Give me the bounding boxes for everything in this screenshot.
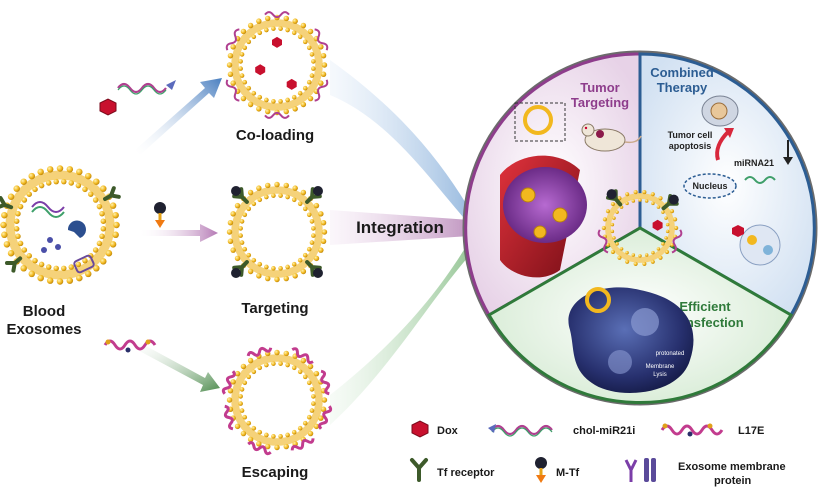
l17e-icon <box>290 438 315 451</box>
legend-exosome-membrane-protein-line2: protein <box>714 475 752 487</box>
l17e-icon <box>223 404 234 431</box>
apoptotic-cell-icon <box>701 95 739 127</box>
legend-m-tf-label: M-Tf <box>556 467 580 479</box>
combined-therapy-title-line1: Combined <box>650 65 714 80</box>
l17e-icon <box>247 441 272 456</box>
co-loading-exosome <box>225 11 329 119</box>
chol-mir21i-icon <box>117 82 167 94</box>
m-tf-icon <box>668 194 679 205</box>
l17e-icon <box>221 370 236 395</box>
legend-dox-label: Dox <box>437 425 459 437</box>
tumor-targeting-title-line2: Targeting <box>571 95 629 110</box>
funnel-escaping <box>330 240 470 425</box>
legend-exosome-membrane-protein-icon <box>624 459 638 482</box>
protonated-label: protonated <box>656 351 685 357</box>
chol-mir21i-icon <box>597 229 609 254</box>
efficient-transfection-title-line1: Efficient <box>679 299 731 314</box>
dox-small-icon <box>732 225 744 237</box>
membrane-lysis-line1: Membrane <box>646 364 675 370</box>
m-tf-icon <box>606 189 617 200</box>
blood-exosomes-label-line1: Blood <box>23 303 66 320</box>
tumor-vessel-icon <box>500 155 587 278</box>
chol-mir21i-icon <box>264 11 290 19</box>
legend: Dox chol-miR21i L17E Tf receptor M-Tf Ex… <box>410 420 786 487</box>
dox-icon <box>652 219 663 231</box>
legend-tf-receptor-icon <box>410 458 428 482</box>
tf-receptor-icon <box>103 186 121 201</box>
exosome-cargo-icons <box>31 201 95 274</box>
l17e-icon <box>318 405 333 430</box>
blood-exosome <box>0 165 121 285</box>
mouse-icon <box>581 123 642 152</box>
dox-icon <box>286 78 297 90</box>
legend-l17e-icon <box>660 424 724 436</box>
nucleus-label: Nucleus <box>692 181 727 191</box>
escaping-label: Escaping <box>242 464 309 481</box>
targeting-label: Targeting <box>241 300 308 317</box>
tf-receptor-icon <box>305 187 322 204</box>
funnel-co-loading <box>330 60 470 225</box>
legend-l17e-label: L17E <box>738 425 764 437</box>
chol-mir21i-icon <box>264 111 290 119</box>
m-tf-icon <box>231 267 242 278</box>
funnel-targeting <box>330 210 470 245</box>
chol-mir21i-icon <box>314 28 329 51</box>
zoom-inset-exosome <box>514 102 566 142</box>
tf-receptor-icon <box>4 256 23 273</box>
target-cell-icon <box>568 287 694 393</box>
co-loading-label: Co-loading <box>236 127 314 144</box>
tumor-targeting-title-line1: Tumor <box>580 80 619 95</box>
tumor-cell-apoptosis-line1: Tumor cell <box>668 130 713 140</box>
mirna-strand-icon <box>744 176 776 184</box>
nucleus-icon <box>683 173 737 199</box>
legend-m-tf-icon <box>535 457 547 469</box>
chol-mir21i-icon <box>314 79 329 102</box>
l17e-icon <box>246 346 273 357</box>
transfection-exosome-icon <box>585 287 611 313</box>
l17e-icon <box>291 347 314 365</box>
l17e-icon <box>320 369 331 396</box>
m-tf-icon <box>154 202 166 228</box>
legend-chol-mir21i-label: chol-miR21i <box>573 425 635 437</box>
legend-dox-icon <box>411 420 429 438</box>
combined-therapy-title-line2: Therapy <box>657 80 708 95</box>
dox-icon <box>255 64 266 76</box>
apoptosis-arrow-icon <box>715 130 730 161</box>
escaping-exosome <box>221 346 333 456</box>
legend-tf-receptor-label: Tf receptor <box>437 467 495 479</box>
m-tf-icon <box>312 267 323 278</box>
l17e-icon <box>103 339 157 351</box>
tumor-cell-apoptosis-line2: apoptosis <box>669 141 712 151</box>
dox-icon <box>99 98 117 116</box>
arrow-to-targeting <box>140 224 218 242</box>
legend-chol-mir21i-icon <box>491 424 553 436</box>
chol-mir21i-icon <box>671 229 683 254</box>
tf-receptor-icon <box>305 260 322 277</box>
arrow-to-escaping <box>132 340 220 392</box>
tf-receptor-icon <box>0 196 14 210</box>
mirna21-label: miRNA21 <box>734 158 774 168</box>
m-tf-icon <box>231 186 242 197</box>
chol-mir21i-icon <box>225 79 240 102</box>
legend-exosome-membrane-protein-line1: Exosome membrane <box>678 461 786 473</box>
arrow-to-co-loading <box>135 78 222 155</box>
chol-mir21i-icon <box>225 28 240 51</box>
m-tf-icon <box>312 186 323 197</box>
tf-receptor-icon <box>232 187 249 204</box>
targeting-exosome <box>226 181 328 283</box>
integration-label: Integration <box>356 218 444 237</box>
blood-exosomes-label-line2: Exosomes <box>6 321 81 338</box>
membrane-lysis-line2: Lysis <box>653 372 666 378</box>
tf-receptor-icon <box>232 260 249 277</box>
panel-center-exosome <box>597 189 683 266</box>
endosome-cluster-icon <box>739 224 781 266</box>
dox-icon <box>272 36 282 48</box>
